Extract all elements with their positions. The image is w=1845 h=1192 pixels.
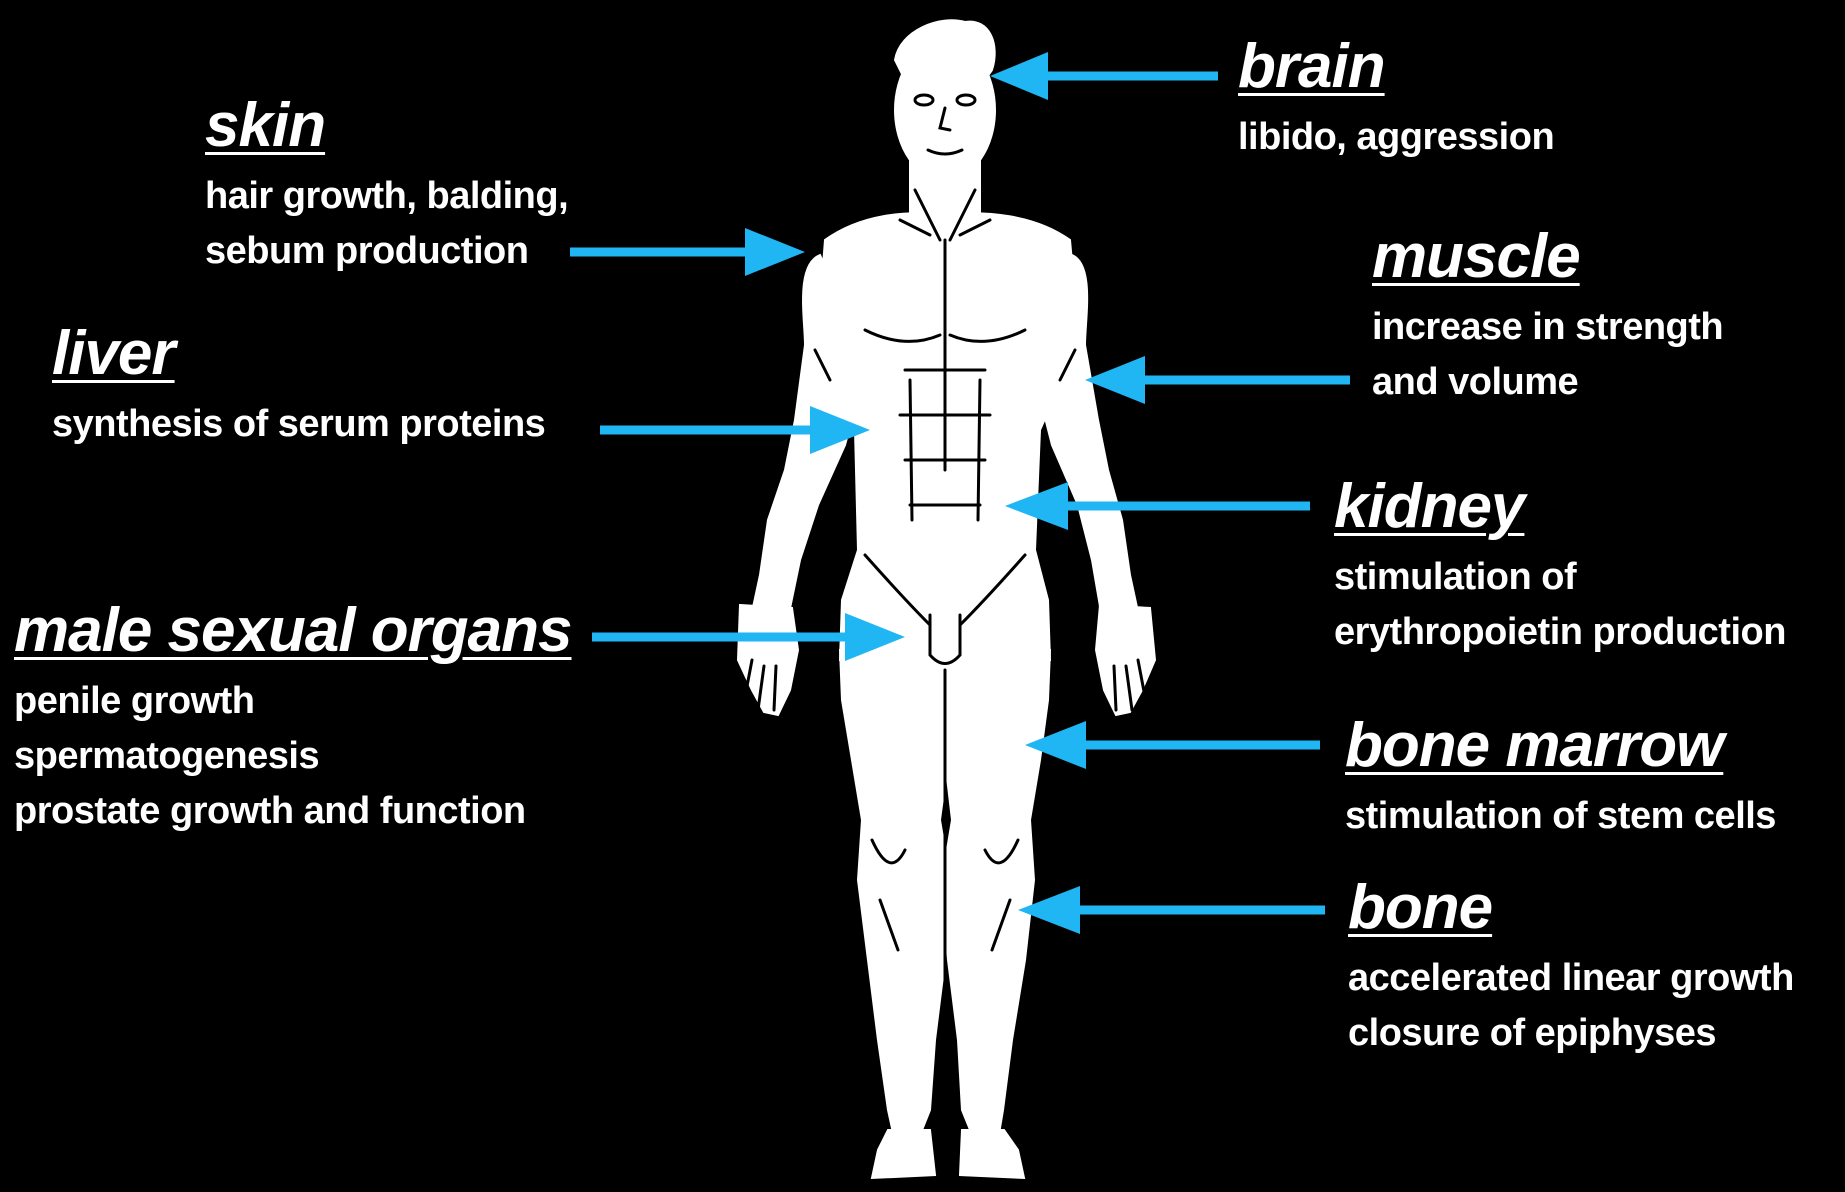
label-bone-line-2: closure of epiphyses: [1348, 1006, 1794, 1061]
label-liver-line-1: synthesis of serum proteins: [52, 397, 545, 452]
arrow-bone: [1018, 886, 1325, 934]
label-brain: brain libido, aggression: [1238, 36, 1554, 165]
label-skin-line-2: sebum production: [205, 224, 568, 279]
label-skin-title: skin: [205, 95, 568, 157]
label-brain-title: brain: [1238, 36, 1554, 98]
label-kidney-line-1: stimulation of: [1334, 550, 1786, 605]
label-skin-line-1: hair growth, balding,: [205, 169, 568, 224]
label-bone-title: bone: [1348, 877, 1794, 939]
arrow-male-sexual-organs: [592, 613, 905, 661]
label-muscle-title: muscle: [1372, 226, 1723, 288]
label-skin: skin hair growth, balding, sebum product…: [205, 95, 568, 279]
arrow-kidney: [1005, 482, 1310, 530]
label-male-sexual-organs-line-2: spermatogenesis: [14, 729, 572, 784]
label-kidney-title: kidney: [1334, 476, 1786, 538]
label-male-sexual-organs-title: male sexual organs: [14, 600, 572, 662]
label-male-sexual-organs-line-1: penile growth: [14, 674, 572, 729]
label-kidney-line-2: erythropoietin production: [1334, 605, 1786, 660]
label-liver-title: liver: [52, 323, 545, 385]
label-muscle-line-2: and volume: [1372, 355, 1723, 410]
arrow-bone-marrow: [1025, 721, 1320, 769]
label-brain-line-1: libido, aggression: [1238, 110, 1554, 165]
label-muscle: muscle increase in strength and volume: [1372, 226, 1723, 410]
label-kidney: kidney stimulation of erythropoietin pro…: [1334, 476, 1786, 660]
arrow-brain: [990, 52, 1218, 100]
arrow-muscle: [1085, 356, 1350, 404]
arrow-liver: [600, 406, 870, 454]
label-bone-marrow-title: bone marrow: [1345, 715, 1776, 777]
label-liver: liver synthesis of serum proteins: [52, 323, 545, 452]
label-male-sexual-organs-line-3: prostate growth and function: [14, 784, 572, 839]
label-bone: bone accelerated linear growth closure o…: [1348, 877, 1794, 1061]
label-bone-marrow-line-1: stimulation of stem cells: [1345, 789, 1776, 844]
arrow-skin: [570, 228, 805, 276]
label-bone-line-1: accelerated linear growth: [1348, 951, 1794, 1006]
label-muscle-line-1: increase in strength: [1372, 300, 1723, 355]
label-male-sexual-organs: male sexual organs penile growth spermat…: [14, 600, 572, 839]
label-bone-marrow: bone marrow stimulation of stem cells: [1345, 715, 1776, 844]
